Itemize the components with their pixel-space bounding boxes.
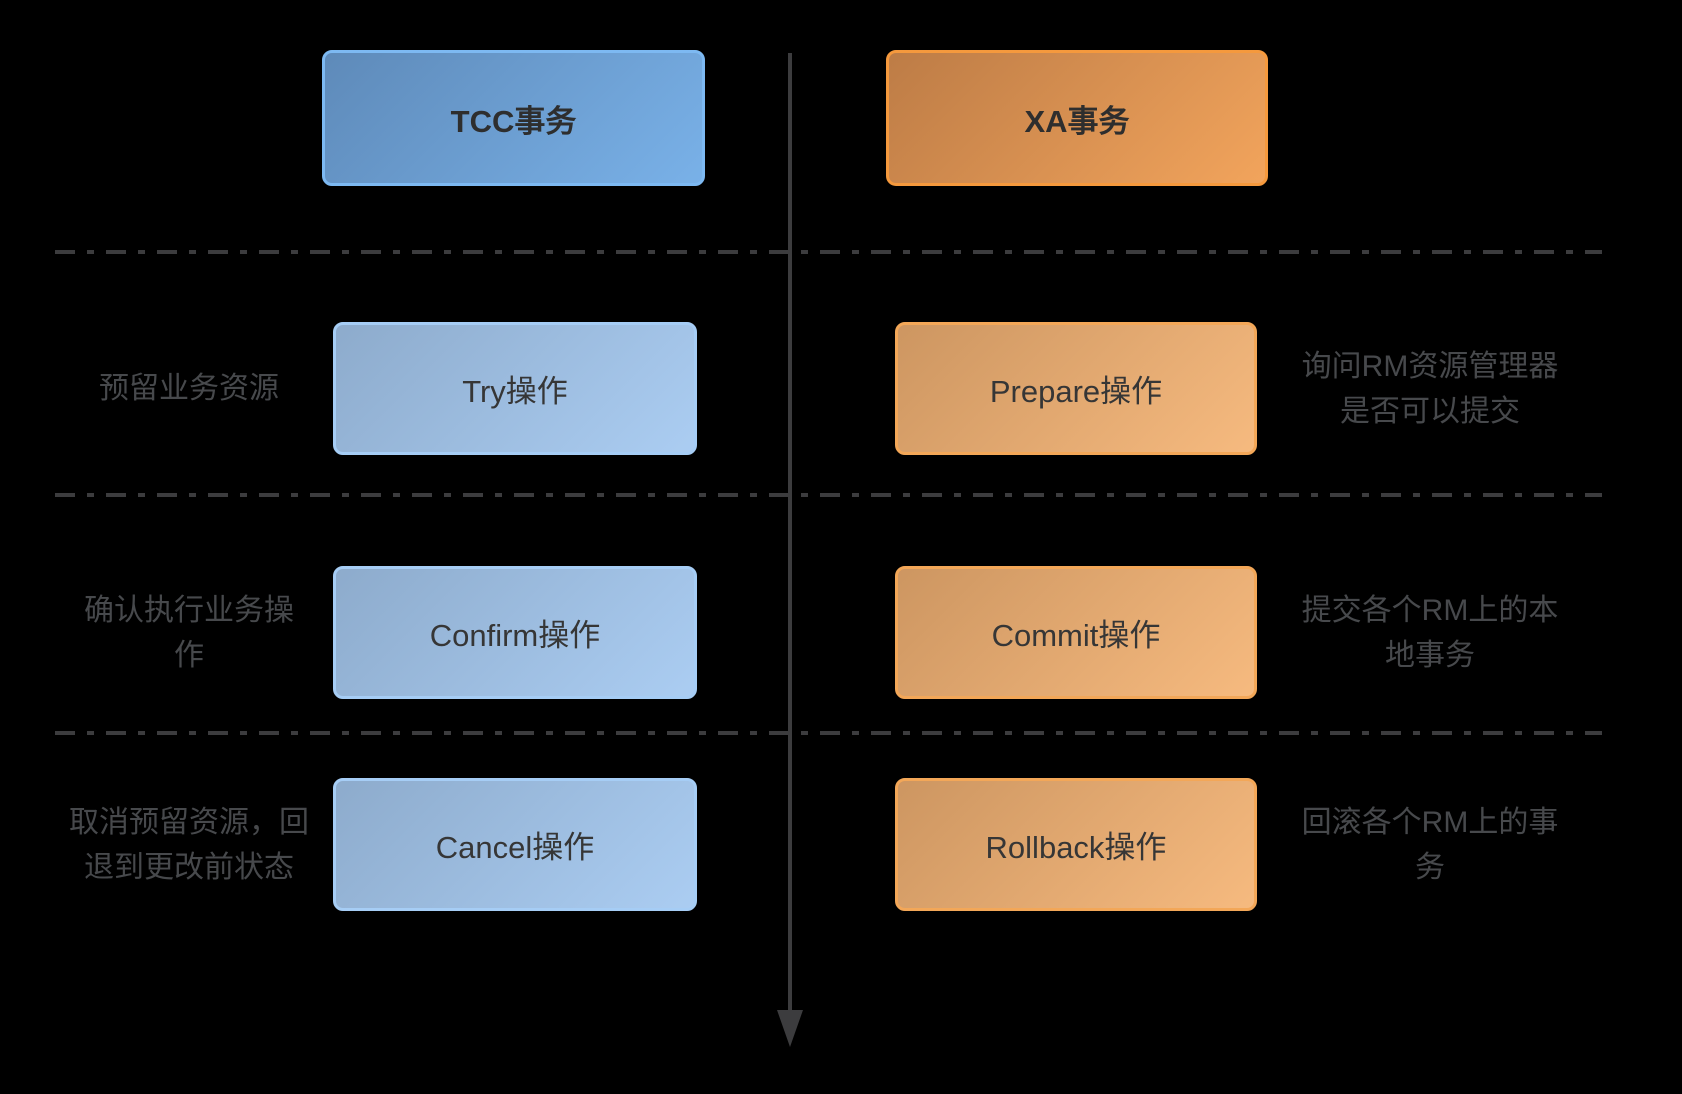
xa-header-box: XA事务 (886, 50, 1268, 186)
tcc-header-box: TCC事务 (322, 50, 705, 186)
row1-right-label: 询问RM资源管理器 是否可以提交 (1301, 349, 1559, 428)
tcc-confirm-box: Confirm操作 (333, 566, 697, 699)
row1-left-label: 预留业务资源 (99, 372, 279, 405)
row3-right-label: 回滚各个RM上的事 务 (1301, 805, 1559, 884)
row3-left-label: 取消预留资源，回 退到更改前状态 (69, 805, 309, 884)
tcc-try-box: Try操作 (333, 322, 697, 455)
xa-header-label: XA事务 (1024, 103, 1130, 139)
row2-right-label: 提交各个RM上的本 地事务 (1301, 593, 1559, 672)
xa-prepare-box: Prepare操作 (895, 322, 1257, 455)
row2-left-label: 确认执行业务操 作 (84, 593, 294, 672)
xa-rollback-box: Rollback操作 (895, 778, 1257, 911)
xa-rollback-label: Rollback操作 (985, 830, 1167, 865)
xa-commit-label: Commit操作 (991, 618, 1161, 653)
tcc-header-label: TCC事务 (450, 103, 577, 139)
tcc-confirm-label: Confirm操作 (429, 618, 601, 653)
xa-prepare-label: Prepare操作 (989, 374, 1163, 409)
tcc-try-label: Try操作 (462, 374, 568, 409)
tcc-cancel-box: Cancel操作 (333, 778, 697, 911)
timeline-arrow-head (777, 1010, 803, 1047)
xa-commit-box: Commit操作 (895, 566, 1257, 699)
tcc-cancel-label: Cancel操作 (435, 830, 595, 865)
